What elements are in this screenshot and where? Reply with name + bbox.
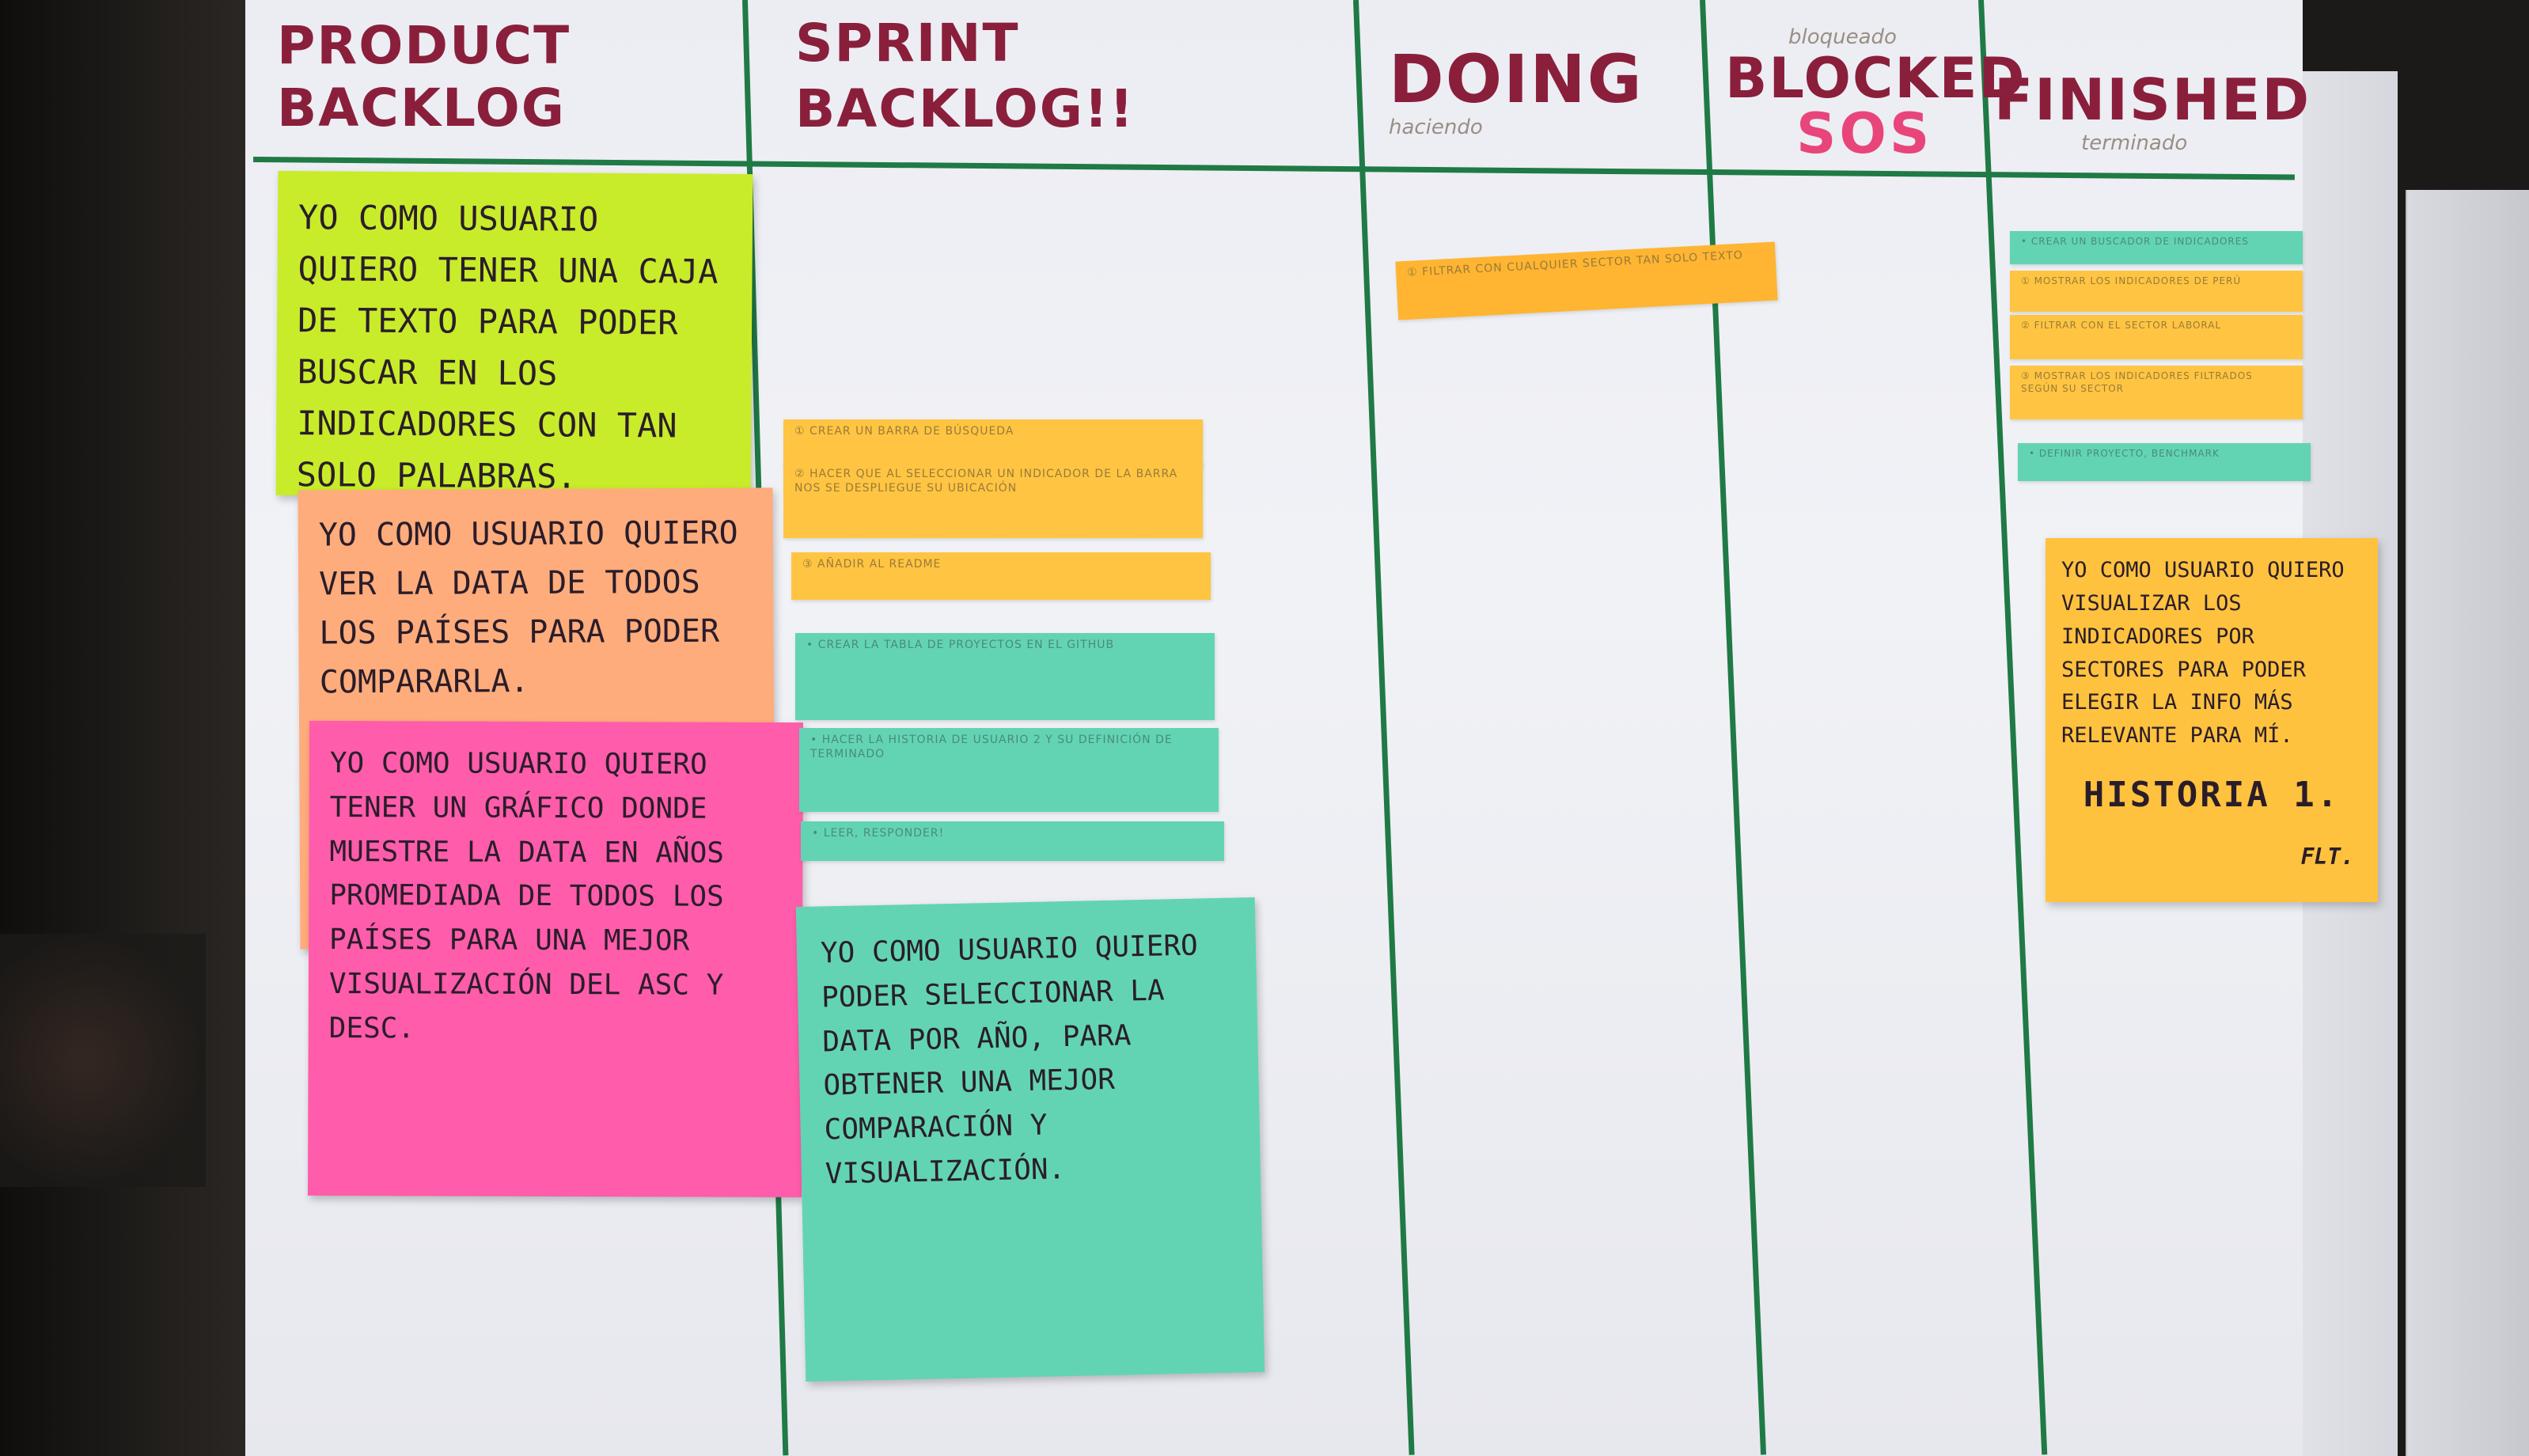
header-blocked-subtitle: bloqueado [1788, 25, 1897, 49]
sticky-note-product-1: Yo como usuario quiero tener una caja de… [275, 170, 753, 499]
task-strip-sprint-teal-2: • Hacer la historia de usuario 2 y su de… [799, 728, 1219, 812]
hand-shadow [0, 934, 206, 1187]
header-blocked-label: BLOCKED [1725, 46, 2027, 111]
header-sprint-backlog-label: SPRINT BACKLOG!! [795, 13, 1136, 139]
sticky-note-finished-story-label: HISTORIA 1. [2083, 775, 2341, 816]
sticky-note-product-3-text: Yo como usuario quiero tener un gráfico … [328, 747, 725, 1045]
task-strip-sprint-orange-3: ③ Añadir al readme [791, 552, 1211, 600]
task-strip-sprint-orange-2-text: ② Hacer que al seleccionar un indicador … [794, 468, 1178, 495]
header-blocked: bloqueado BLOCKED [1725, 27, 2027, 106]
task-strip-sprint-orange-1: ① Crear un barra de búsqueda [783, 419, 1203, 467]
task-strip-finished-2: ① Mostrar los indicadores de Perú [2010, 271, 2303, 312]
header-sprint-backlog: SPRINT BACKLOG!! [779, 11, 1365, 142]
header-finished-label: FINISHED [1994, 66, 2311, 133]
task-strip-finished-4-text: ③ Mostrar los indicadores filtrados segú… [2021, 370, 2253, 394]
sticky-note-sprint-story: Yo como usuario quiero poder seleccionar… [795, 897, 1265, 1382]
header-doing-subtitle: haciendo [1389, 116, 1483, 139]
sticky-note-product-1-text: Yo como usuario quiero tener una caja de… [296, 198, 719, 497]
task-strip-finished-5-text: • Definir proyecto, benchmark [2029, 448, 2220, 459]
header-doing-label: DOING [1389, 40, 1644, 118]
task-strip-sprint-teal-1-text: • Crear la tabla de proyectos en el gith… [806, 639, 1115, 651]
task-strip-finished-2-text: ① Mostrar los indicadores de Perú [2021, 275, 2242, 286]
task-strip-sprint-orange-2: ② Hacer que al seleccionar un indicador … [783, 462, 1203, 538]
header-finished: FINISHED terminado [1994, 71, 2311, 154]
dark-background-left [0, 0, 261, 1456]
task-strip-sprint-teal-3-text: • Leer, responder! [812, 827, 945, 840]
task-strip-finished-1: • Crear un buscador de indicadores [2010, 231, 2303, 264]
sticky-note-product-3: Yo como usuario quiero tener un gráfico … [307, 720, 804, 1198]
header-doing: DOING haciendo [1389, 46, 1644, 138]
header-product-backlog: PRODUCT BACKLOG [277, 14, 657, 139]
task-strip-finished-4: ③ Mostrar los indicadores filtrados segú… [2010, 366, 2303, 419]
sticky-note-finished-signature: FLT. [2300, 844, 2354, 870]
header-finished-subtitle: terminado [2081, 131, 2188, 155]
sticky-note-sprint-story-text: Yo como usuario quiero poder seleccionar… [820, 929, 1199, 1191]
header-blocked-sos: SOS [1796, 101, 1933, 166]
task-strip-sprint-teal-3: • Leer, responder! [801, 821, 1224, 861]
task-strip-finished-3: ② Filtrar con el sector Laboral [2010, 315, 2303, 359]
sticky-note-finished-story: Yo como usuario quiero visualizar los in… [2046, 538, 2378, 902]
task-strip-sprint-orange-1-text: ① Crear un barra de búsqueda [794, 425, 1014, 438]
header-product-backlog-label: PRODUCT BACKLOG [277, 15, 571, 139]
sticky-note-finished-story-text: Yo como usuario quiero visualizar los in… [2061, 558, 2345, 749]
task-strip-sprint-orange-3-text: ③ Añadir al readme [802, 558, 942, 571]
task-strip-sprint-teal-1: • Crear la tabla de proyectos en el gith… [795, 633, 1215, 720]
paper-edge-right [2406, 190, 2529, 1456]
task-strip-finished-5: • Definir proyecto, benchmark [2018, 443, 2311, 481]
task-strip-sprint-teal-2-text: • Hacer la historia de usuario 2 y su de… [810, 734, 1173, 761]
task-strip-finished-1-text: • Crear un buscador de indicadores [2021, 236, 2249, 247]
sticky-note-product-2-text: Yo como usuario quiero ver la data de to… [318, 514, 738, 701]
task-strip-finished-3-text: ② Filtrar con el sector Laboral [2021, 320, 2222, 331]
